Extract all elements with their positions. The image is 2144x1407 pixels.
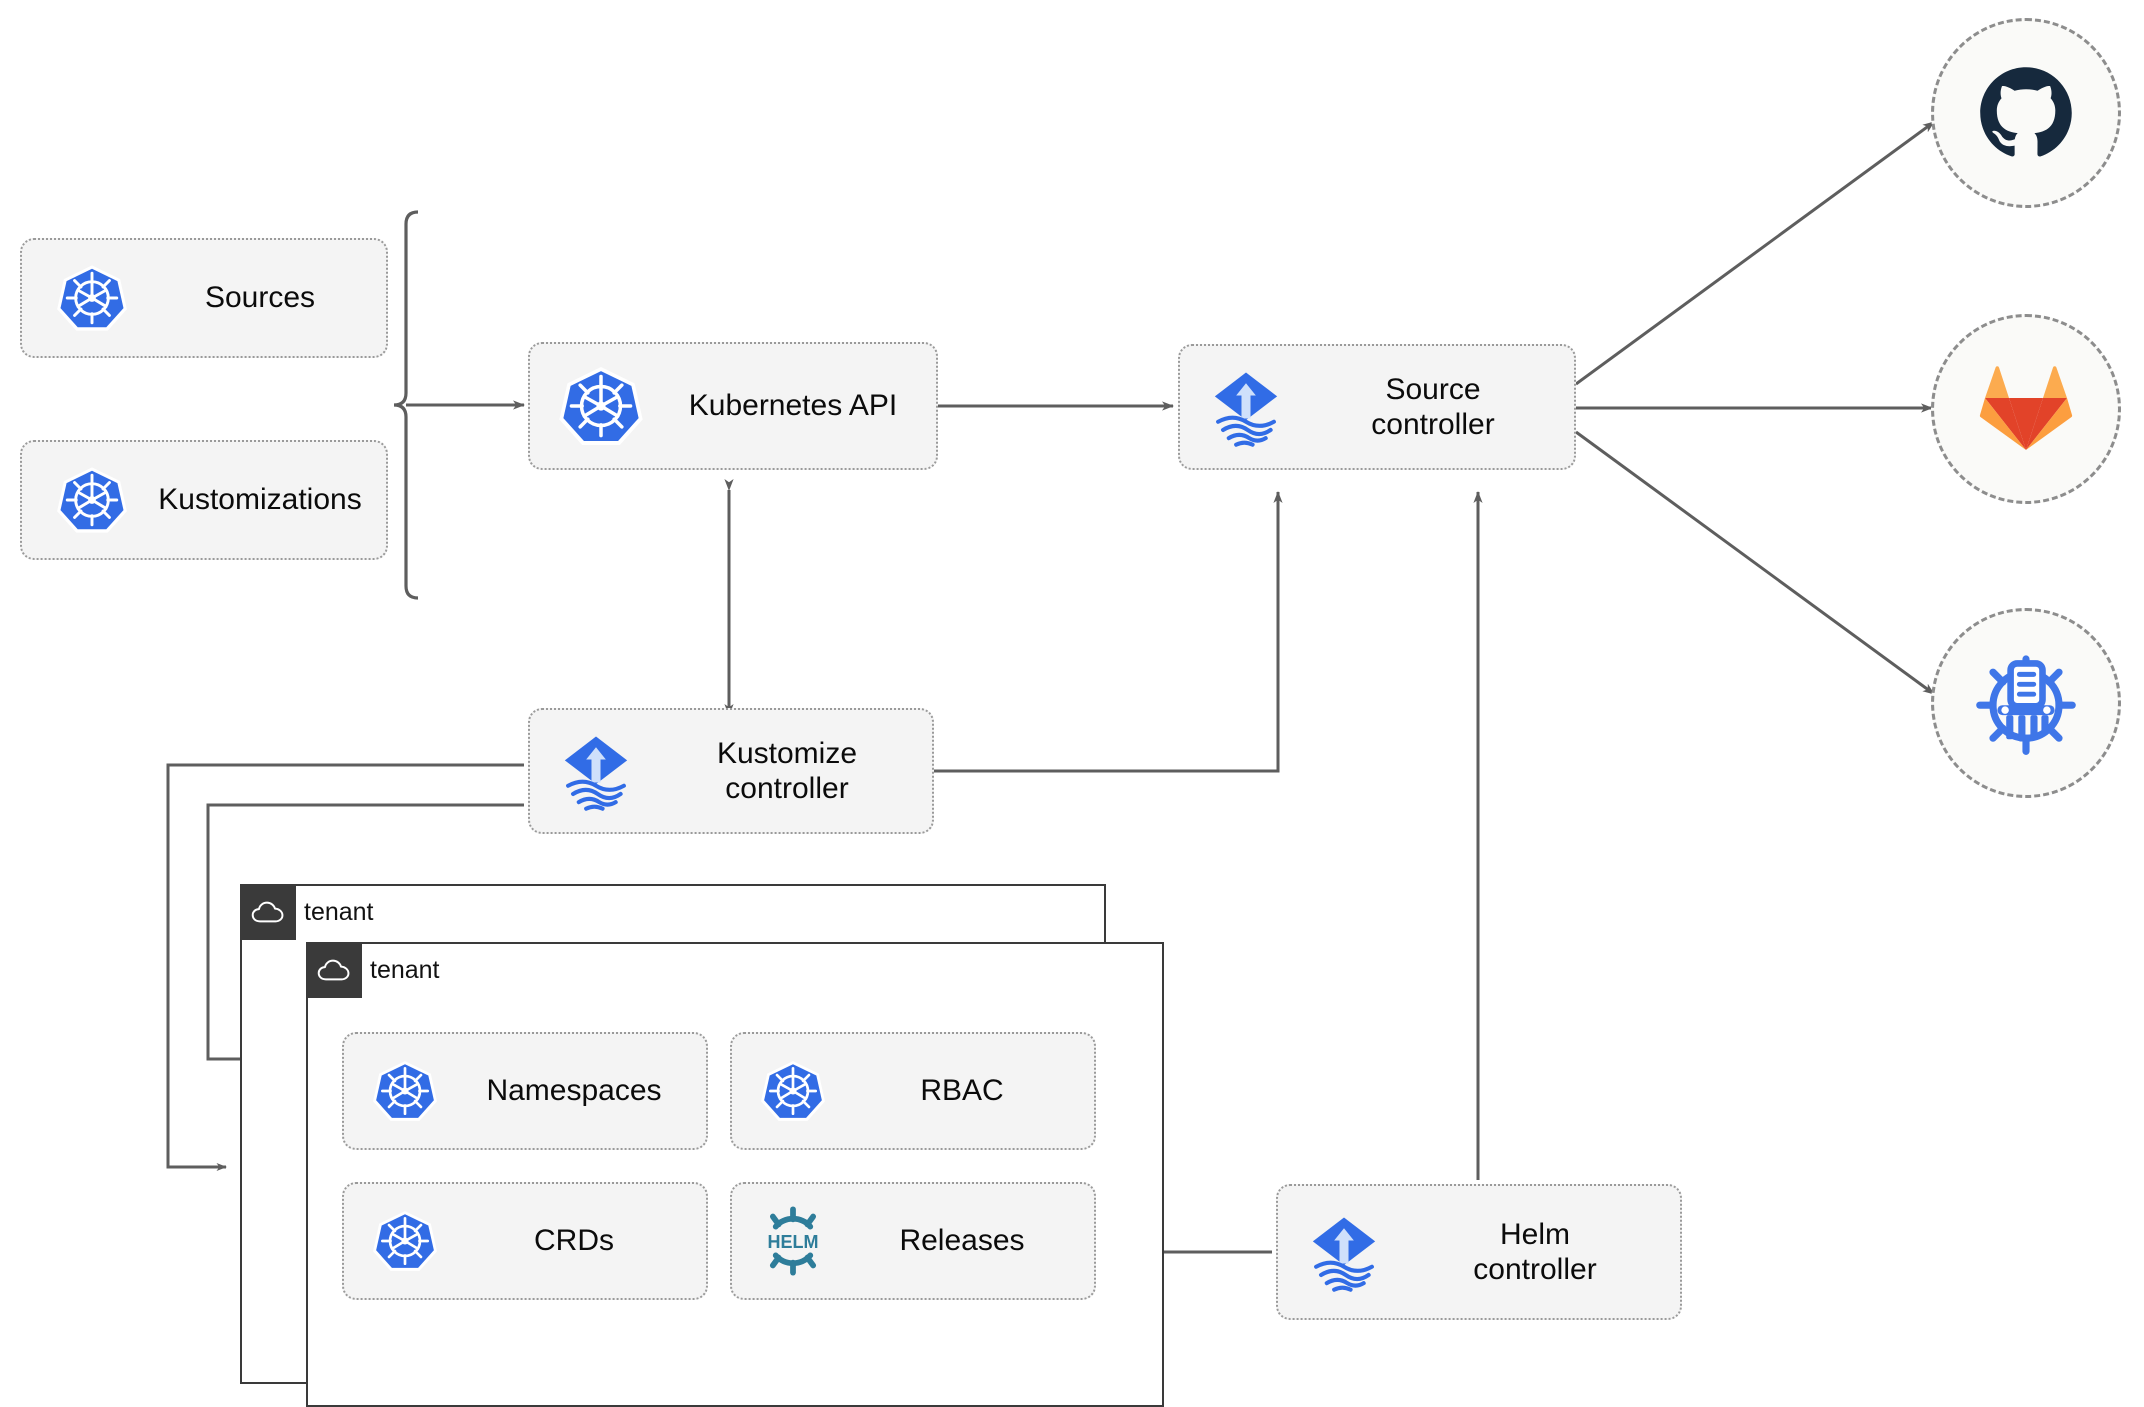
node-kubernetes-api[interactable]: Kubernetes API [528, 342, 938, 470]
node-source-controller[interactable]: Source controller [1178, 344, 1576, 470]
group-brace [393, 210, 419, 600]
github-icon [1974, 61, 2078, 165]
tenant-resource-releases[interactable]: HELM Releases [730, 1182, 1096, 1300]
resource-label: Kustomizations [158, 483, 362, 517]
node-label: Kustomize controller [716, 736, 858, 805]
tenant-resource-namespaces[interactable]: Namespaces [342, 1032, 708, 1150]
flux-icon [1194, 366, 1298, 448]
tenant-window-front[interactable]: tenant [306, 942, 1164, 1407]
endpoint-gitlab[interactable] [1931, 314, 2121, 504]
node-label: Source controller [1371, 372, 1495, 441]
flux-icon [544, 730, 648, 812]
endpoint-helm-repository[interactable] [1931, 608, 2121, 798]
kubernetes-icon [362, 1058, 448, 1124]
tenant-label: tenant [304, 897, 374, 926]
tenant-resource-label: Releases [899, 1224, 1025, 1258]
node-helm-controller[interactable]: Helm controller [1276, 1184, 1682, 1320]
helm-repository-icon [1971, 648, 2081, 758]
edge-source-bucket [1575, 430, 1935, 696]
kubernetes-icon [362, 1208, 448, 1274]
helm-icon: HELM [750, 1205, 836, 1277]
endpoint-github[interactable] [1931, 18, 2121, 208]
tenant-resource-label: Namespaces [486, 1074, 662, 1108]
resource-label: Sources [204, 281, 316, 315]
node-label: Helm controller [1473, 1217, 1597, 1286]
kubernetes-icon [750, 1058, 836, 1124]
tenant-resource-label: RBAC [920, 1074, 1004, 1108]
resource-card-sources[interactable]: Sources [20, 238, 388, 358]
node-label: Kubernetes API [688, 389, 898, 423]
gitlab-icon [1976, 362, 2076, 456]
edge-source-github [1575, 120, 1935, 386]
tenant-resource-label: CRDs [534, 1224, 614, 1258]
cloud-icon [240, 884, 296, 940]
tenant-resource-rbac[interactable]: RBAC [730, 1032, 1096, 1150]
tenant-resource-crds[interactable]: CRDs [342, 1182, 708, 1300]
cloud-icon [306, 942, 362, 998]
kubernetes-icon [44, 262, 140, 334]
tenant-label: tenant [370, 955, 440, 984]
kubernetes-icon [546, 363, 656, 449]
flux-icon [1292, 1211, 1396, 1293]
kubernetes-icon [44, 464, 140, 536]
resource-card-kustomizations[interactable]: Kustomizations [20, 440, 388, 560]
svg-text:HELM: HELM [768, 1232, 819, 1252]
edge-kustomize-source [934, 491, 1283, 773]
node-kustomize-controller[interactable]: Kustomize controller [528, 708, 934, 834]
